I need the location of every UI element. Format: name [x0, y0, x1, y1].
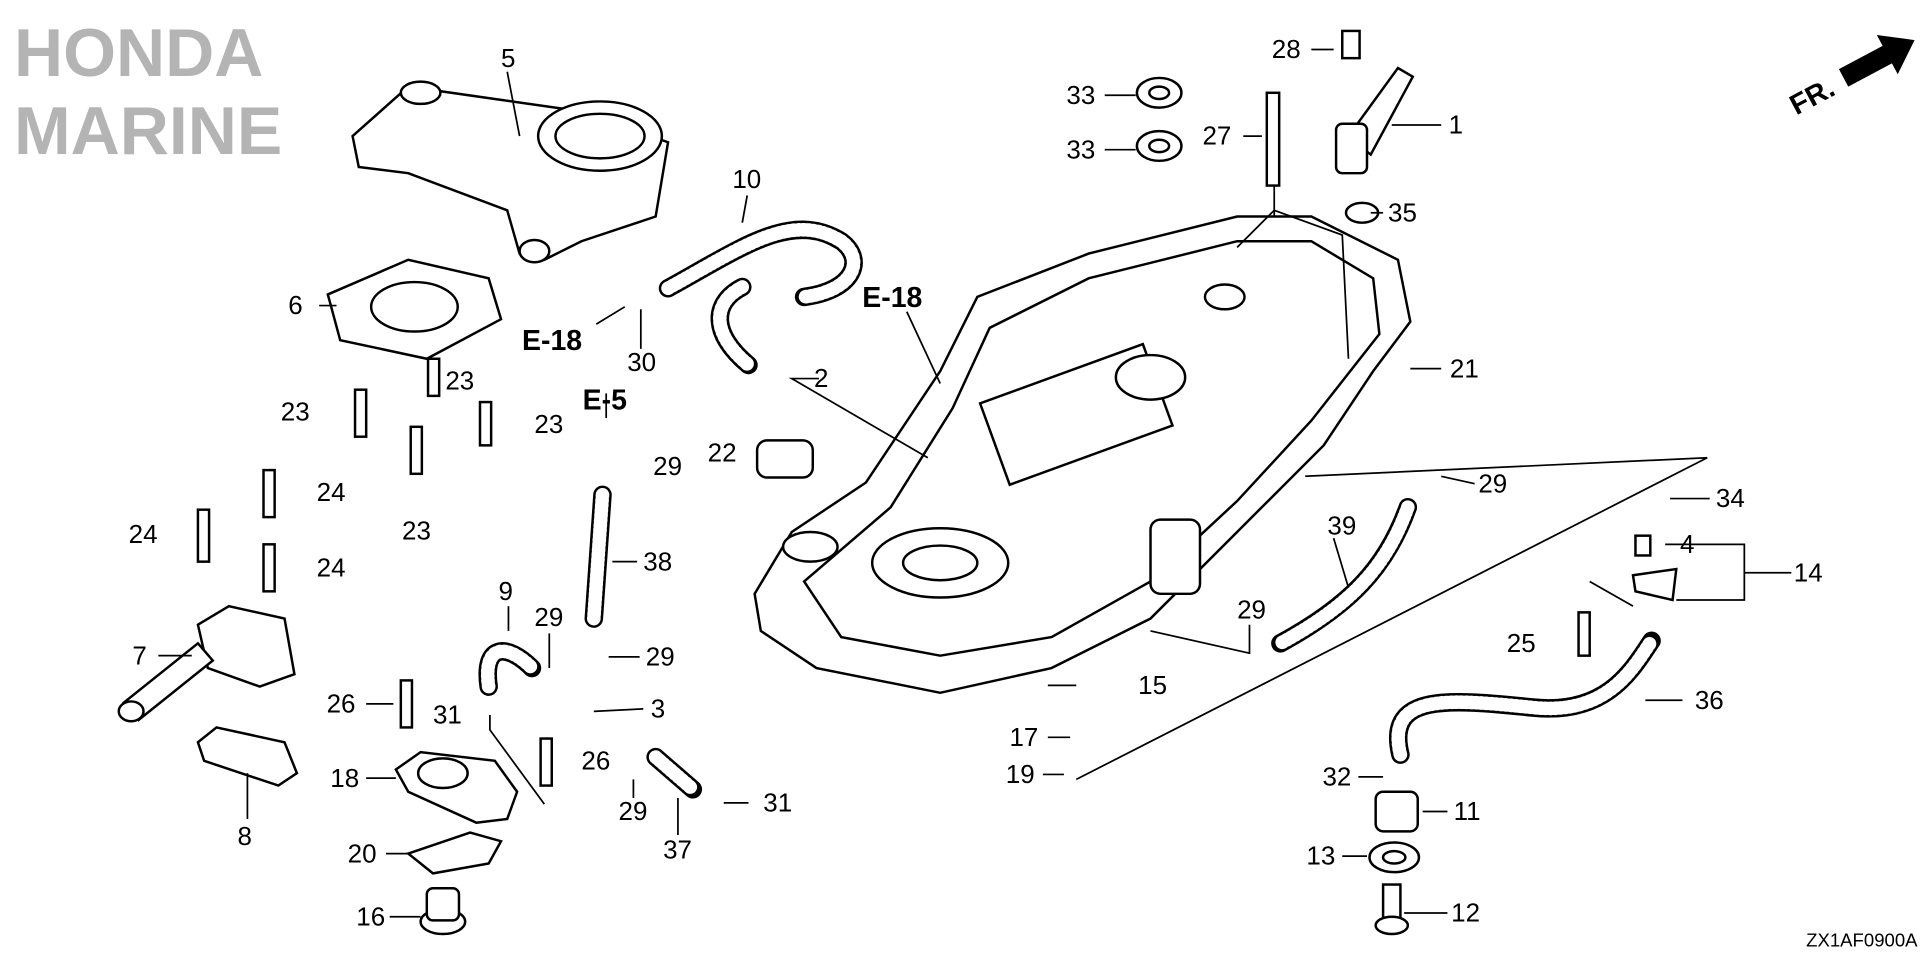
callout-31[interactable]: 31: [763, 788, 792, 818]
part-1-and-28: [1334, 29, 1415, 175]
front-direction-arrow: FR.: [1785, 34, 1915, 122]
bolt-part-25: [1577, 611, 1591, 657]
gasket-part-6: [326, 258, 503, 361]
callout-3[interactable]: 3: [651, 694, 665, 724]
callout-23[interactable]: 23: [402, 515, 431, 545]
callout-1[interactable]: 1: [1449, 110, 1463, 140]
callout-38[interactable]: 38: [643, 546, 672, 576]
gasket-part-20: [405, 831, 503, 875]
callout-29[interactable]: 29: [534, 602, 563, 632]
callout-17[interactable]: 17: [1009, 722, 1038, 752]
front-label: FR.: [1785, 72, 1840, 122]
plug-part-16: [419, 887, 467, 936]
callout-11[interactable]: 11: [1454, 796, 1481, 826]
grommet-part-22: [755, 439, 815, 479]
callout-19[interactable]: 19: [1006, 759, 1035, 789]
seal-part-33: [1135, 76, 1183, 163]
callout-29[interactable]: 29: [1237, 595, 1266, 625]
section-references: E-18E-18E-5: [522, 282, 922, 417]
bolts: [196, 357, 553, 787]
callout-6[interactable]: 6: [288, 290, 302, 320]
watermark-text: HONDA MARINE: [14, 15, 283, 169]
diagram-code: ZX1AF0900A: [1806, 929, 1918, 950]
collar-part-4: [1634, 534, 1652, 557]
callout-23[interactable]: 23: [445, 366, 474, 396]
callout-34[interactable]: 34: [1716, 483, 1745, 513]
callout-18[interactable]: 18: [330, 763, 359, 793]
callout-22[interactable]: 22: [708, 437, 737, 467]
callout-20[interactable]: 20: [348, 838, 377, 868]
callout-12[interactable]: 12: [1451, 898, 1480, 928]
section-reference[interactable]: E-18: [862, 282, 922, 314]
connector-part-7: [117, 604, 296, 723]
callout-13[interactable]: 13: [1306, 841, 1335, 871]
stud-part-27: [1265, 91, 1281, 187]
callout-7[interactable]: 7: [132, 640, 146, 670]
cover-part-5: [351, 80, 670, 264]
callout-15[interactable]: 15: [1138, 670, 1167, 700]
section-reference[interactable]: E-18: [522, 325, 582, 357]
callout-33[interactable]: 33: [1066, 80, 1095, 110]
callout-16[interactable]: 16: [356, 901, 385, 931]
callout-23[interactable]: 23: [534, 409, 563, 439]
callout-24[interactable]: 24: [317, 477, 346, 507]
callout-33[interactable]: 33: [1066, 134, 1095, 164]
bracket-part-14: [1631, 567, 1678, 602]
callout-10[interactable]: 10: [732, 164, 761, 194]
callout-29[interactable]: 29: [619, 796, 648, 826]
callout-24[interactable]: 24: [129, 519, 158, 549]
callout-8[interactable]: 8: [238, 821, 252, 851]
callout-26[interactable]: 26: [581, 745, 610, 775]
callout-26[interactable]: 26: [327, 689, 356, 719]
callout-23[interactable]: 23: [281, 397, 310, 427]
callout-27[interactable]: 27: [1202, 121, 1231, 151]
callout-9[interactable]: 9: [499, 576, 513, 606]
hoses: [478, 220, 1661, 799]
callout-35[interactable]: 35: [1388, 197, 1417, 227]
callout-24[interactable]: 24: [317, 552, 346, 582]
callout-39[interactable]: 39: [1327, 510, 1356, 540]
callout-31[interactable]: 31: [433, 700, 462, 730]
section-reference[interactable]: E-5: [583, 384, 627, 416]
callout-36[interactable]: 36: [1695, 685, 1724, 715]
callout-2[interactable]: 2: [814, 363, 828, 393]
callout-30[interactable]: 30: [627, 347, 656, 377]
gasket-part-8: [196, 726, 299, 787]
callout-37[interactable]: 37: [663, 835, 692, 865]
leader-lines: [158, 48, 1792, 918]
parts-11-13-12: [1368, 790, 1421, 936]
callout-29[interactable]: 29: [646, 642, 675, 672]
callout-14[interactable]: 14: [1794, 557, 1823, 587]
callout-29[interactable]: 29: [1478, 468, 1507, 498]
callout-5[interactable]: 5: [501, 43, 515, 73]
callout-4[interactable]: 4: [1680, 529, 1694, 559]
callout-25[interactable]: 25: [1507, 628, 1536, 658]
callout-28[interactable]: 28: [1272, 34, 1301, 64]
callout-32[interactable]: 32: [1322, 762, 1351, 792]
callout-21[interactable]: 21: [1450, 353, 1479, 383]
oil-pan-part-21: [753, 215, 1412, 695]
callout-29[interactable]: 29: [653, 451, 682, 481]
cover-part-18: [394, 750, 519, 824]
